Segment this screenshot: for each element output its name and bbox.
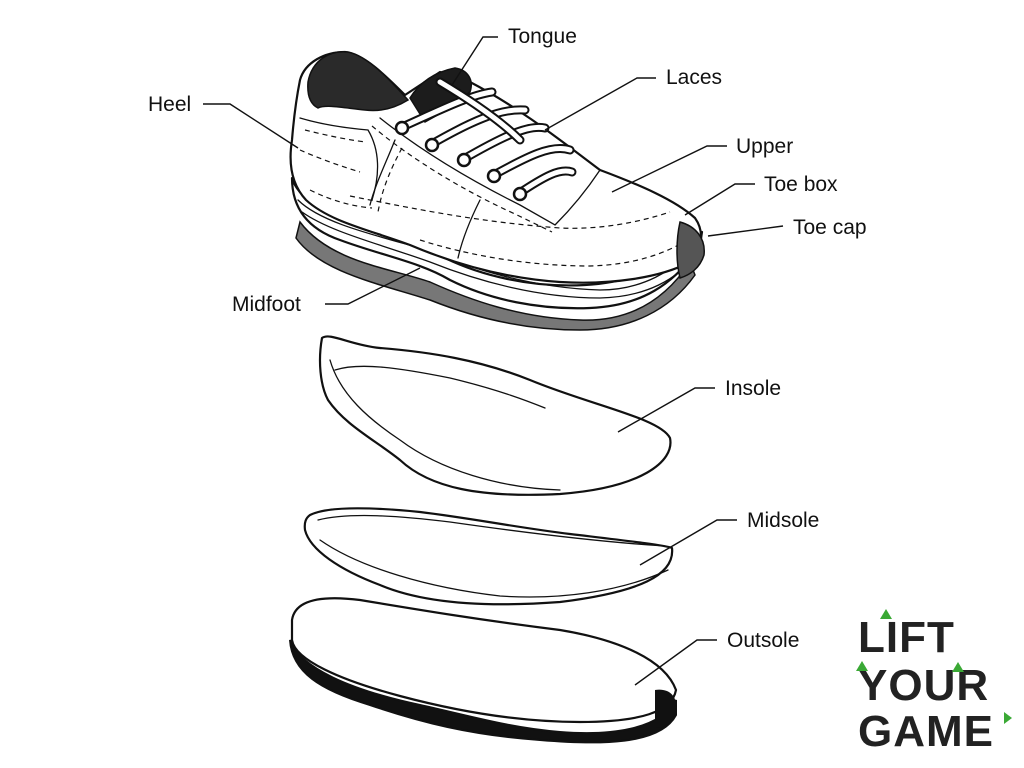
lift-your-game-logo: LIFT YOUR GAME [856, 609, 1012, 756]
heel-label: Heel [148, 93, 191, 116]
midsole-leader [639, 519, 737, 566]
shoe-toe-cap [676, 221, 705, 279]
toe-cap-leader [707, 225, 784, 237]
insole-label: Insole [725, 377, 781, 400]
toe-box-label: Toe box [764, 173, 838, 196]
shoe-heel-collar [307, 51, 410, 112]
logo-arrow-icon [856, 661, 868, 671]
laces-leader [544, 77, 656, 131]
insole-leader [617, 387, 715, 433]
logo-arrow-icon [952, 662, 964, 672]
outsole-leader [634, 639, 717, 686]
heel-leader [203, 103, 299, 149]
toe-cap-label: Toe cap [793, 216, 867, 239]
tongue-leader [451, 36, 498, 86]
outsole-illustration [289, 597, 678, 744]
upper-label: Upper [736, 135, 793, 158]
logo-arrow-icon [1004, 712, 1012, 724]
midfoot-label: Midfoot [232, 293, 301, 316]
logo-arrow-icon [880, 609, 892, 619]
toe-box-leader [684, 183, 755, 216]
upper-leader [611, 145, 727, 193]
shoe-tread [295, 220, 696, 331]
shoe-illustration [289, 50, 705, 331]
logo-line-your: YOUR [858, 661, 989, 710]
outsole-label: Outsole [727, 629, 799, 652]
logo-line-game: GAME [858, 707, 994, 756]
midsole-illustration [303, 507, 674, 606]
insole-illustration [318, 335, 672, 496]
shoe-laces [394, 77, 577, 202]
laces-label: Laces [666, 66, 722, 89]
midsole-label: Midsole [747, 509, 819, 532]
midfoot-leader [325, 267, 421, 305]
logo-line-lift: LIFT [858, 613, 955, 662]
tongue-label: Tongue [508, 25, 577, 48]
